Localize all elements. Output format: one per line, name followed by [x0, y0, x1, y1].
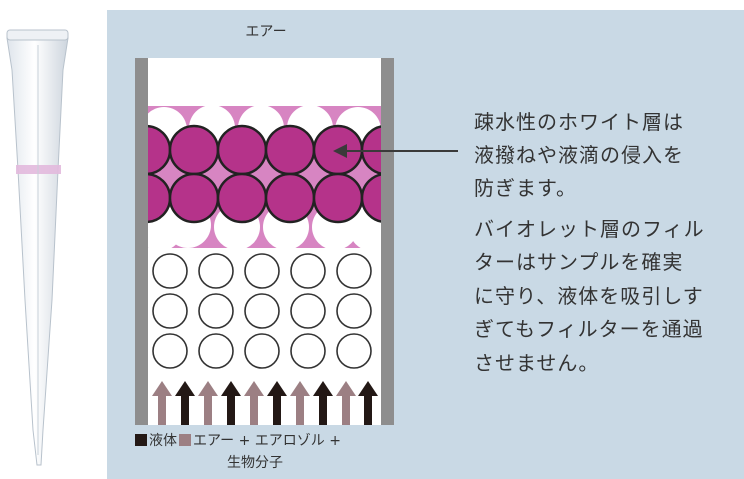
white-filter-bead	[244, 293, 280, 329]
air-mix-legend-label-line2: 生物分子	[227, 455, 283, 471]
description-line: 防ぎます。	[474, 176, 577, 200]
violet-filter-layer	[148, 106, 381, 248]
violet-filter-bead	[312, 172, 364, 224]
white-filter-bead	[290, 333, 326, 369]
air-mix-legend-label: エアー + エアロゾル +	[193, 433, 341, 449]
liquid-arrow	[175, 381, 195, 425]
violet-filter-bead	[216, 172, 268, 224]
liquid-arrow	[267, 381, 287, 425]
filter-chamber	[135, 58, 394, 425]
violet-filter-bead	[216, 124, 268, 176]
violet-filter-bead	[168, 124, 220, 176]
violet-filter-bead	[264, 172, 316, 224]
legend: 液体 エアー + エアロゾル +	[135, 430, 341, 450]
white-filter-bead	[244, 333, 280, 369]
white-filter-bead	[152, 293, 188, 329]
white-filter-bead	[244, 253, 280, 289]
white-filter-bead	[198, 333, 234, 369]
violet-filter-bead	[264, 124, 316, 176]
description-line: バイオレット層のフィル	[474, 217, 705, 241]
description-line: ターはサンプルを確実	[474, 250, 684, 274]
description-line: 疎水性のホワイト層は	[474, 110, 684, 134]
liquid-arrow	[358, 381, 378, 425]
right-wall	[381, 58, 394, 425]
air-mix-arrow	[152, 381, 172, 425]
white-filter-bead	[290, 293, 326, 329]
white-filter-bead	[152, 253, 188, 289]
white-filter-bead	[336, 253, 372, 289]
white-filter-layer	[152, 253, 372, 369]
description-line: 液撥ねや液滴の侵入を	[474, 143, 684, 167]
air-mix-arrow	[244, 381, 264, 425]
liquid-arrow	[221, 381, 241, 425]
description-line: させません。	[474, 351, 600, 375]
pipette-tip-illustration	[6, 29, 69, 466]
description-line: に守り、液体を吸引しす	[474, 284, 704, 308]
description-line: ぎてもフィルターを通過	[474, 317, 704, 341]
liquid-legend-label: 液体	[149, 433, 177, 449]
violet-filter-bead	[168, 172, 220, 224]
violet-filter-bead	[360, 173, 381, 223]
white-filter-bead	[290, 253, 326, 289]
white-filter-bead	[152, 333, 188, 369]
liquid-arrow	[313, 381, 333, 425]
air-mix-arrow	[198, 381, 218, 425]
air-mix-arrow	[336, 381, 356, 425]
air-mix-arrow	[290, 381, 310, 425]
air-mix-swatch	[179, 434, 191, 446]
white-filter-bead	[336, 333, 372, 369]
white-filter-bead	[198, 253, 234, 289]
flow-arrows	[152, 381, 378, 425]
white-filter-bead	[336, 293, 372, 329]
pointer-arrow	[333, 144, 458, 158]
air-label: エアー	[245, 24, 287, 40]
left-wall	[135, 58, 148, 425]
white-filter-bead	[198, 293, 234, 329]
liquid-swatch	[135, 434, 147, 446]
